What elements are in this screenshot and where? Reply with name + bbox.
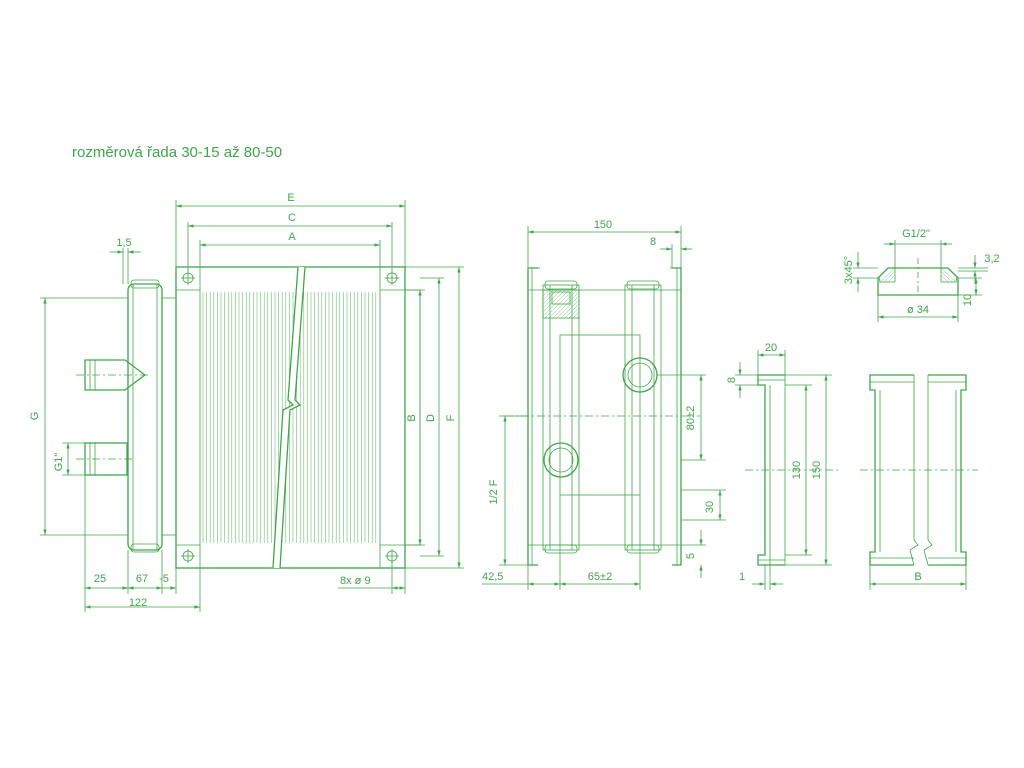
- dim-1-5: 1,5: [116, 237, 131, 249]
- plug-dim-10: 10: [962, 294, 974, 306]
- plug-dim-g12: G1/2": [902, 228, 930, 240]
- side-dim-42-5: 42,5: [482, 571, 503, 583]
- dim-f: F: [445, 414, 457, 421]
- side-dim-5: 5: [685, 553, 697, 559]
- frame-section: B: [860, 374, 978, 590]
- dim-67: 67: [136, 573, 148, 585]
- channel-dim-1: 1: [739, 571, 745, 583]
- channel-dim-20: 20: [765, 342, 777, 354]
- dim-g: G: [29, 412, 41, 421]
- series-title: rozměrová řada 30-15 až 80-50: [72, 144, 283, 161]
- plug-detail: G1/2" 3x45° 3,2 10 ø 34: [843, 228, 1000, 322]
- dim-25: 25: [94, 573, 106, 585]
- channel-dim-8: 8: [726, 377, 738, 383]
- dim-d: D: [425, 414, 437, 422]
- plug-dim-3-2: 3,2: [984, 253, 999, 265]
- side-dim-65: 65±2: [588, 571, 612, 583]
- plug-dim-chamfer: 3x45°: [843, 256, 855, 284]
- front-view: E C A 1,5 B D F G: [29, 192, 464, 612]
- side-view: 150 8 80±2 30 5 1/2 F 42,5 65±2: [482, 219, 726, 590]
- frame-dim-b: B: [914, 571, 921, 583]
- dim-minus-5: -5: [159, 573, 169, 585]
- side-dim-8: 8: [650, 236, 656, 248]
- side-dim-30: 30: [704, 501, 716, 513]
- dim-c: C: [288, 212, 296, 224]
- channel-dim-130: 130: [791, 461, 803, 479]
- plug-detail-hatch: [878, 267, 958, 284]
- side-dim-80: 80±2: [685, 406, 697, 430]
- side-dim-150: 150: [594, 219, 612, 231]
- dim-b: B: [406, 414, 418, 421]
- dim-a: A: [288, 231, 296, 243]
- plug-dim-34: ø 34: [907, 304, 929, 316]
- channel-dim-150: 150: [811, 461, 823, 479]
- dim-122: 122: [129, 597, 147, 609]
- dim-g1: G1": [53, 453, 65, 472]
- channel-section: 20 8 130 150 1: [726, 342, 838, 590]
- dim-e: E: [287, 192, 294, 204]
- side-dim-half-f: 1/2 F: [488, 479, 500, 504]
- dim-holes: 8x ø 9: [340, 575, 371, 587]
